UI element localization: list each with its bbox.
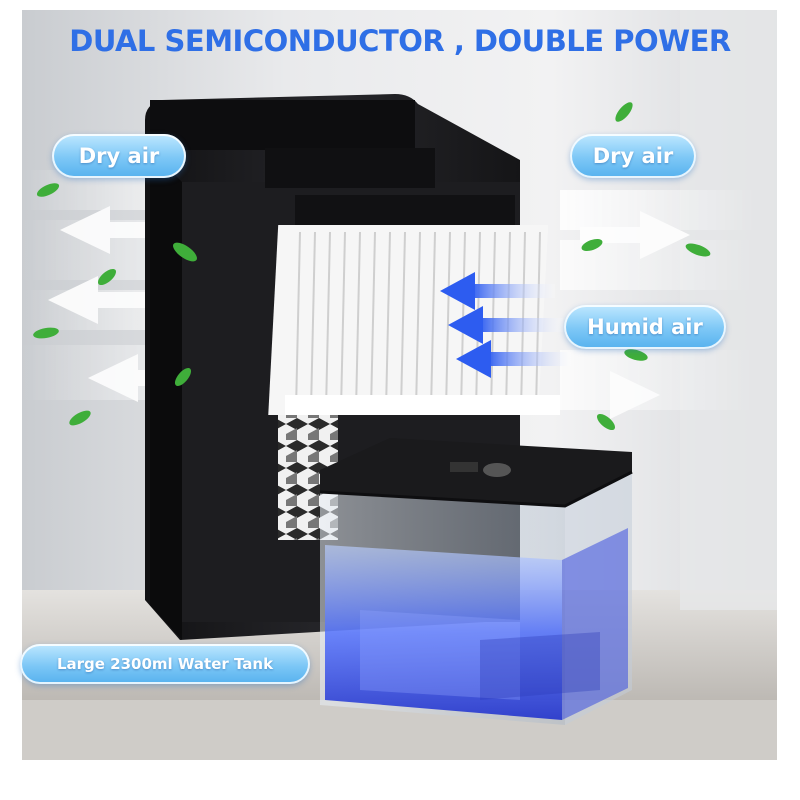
dry-air-label-left: Dry air xyxy=(52,134,186,178)
water-tank-label: Large 2300ml Water Tank xyxy=(20,644,310,684)
humid-air-label: Humid air xyxy=(564,305,726,349)
dry-air-label-right: Dry air xyxy=(570,134,696,178)
headline: DUAL SEMICONDUCTOR , DOUBLE POWER xyxy=(69,24,731,58)
